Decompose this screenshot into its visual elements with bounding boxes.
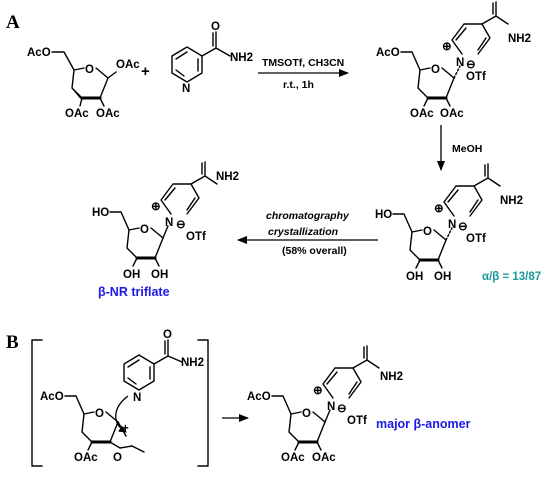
acetoxy-label: OAc — [74, 452, 98, 464]
hydroxyl-label: OH — [151, 269, 168, 281]
positive-charge: + — [122, 423, 129, 435]
ring-oxygen-label: O — [423, 226, 432, 238]
acyloxonium-intermediate: AcO O OAc + O — [40, 391, 145, 464]
pyridine-n-label: N — [133, 392, 141, 404]
hydroxyl-label: HO — [92, 207, 109, 219]
ring-oxygen-label: O — [302, 408, 311, 420]
step1-reagents: TMSOTf, CH3CN — [262, 57, 344, 69]
left-bracket — [31, 339, 43, 467]
triflate-label: OTf — [466, 233, 486, 245]
amide-nh2-label: NH2 — [216, 171, 239, 183]
acetoxy-label: AcO — [27, 47, 51, 59]
amide-nh2-label: NH2 — [508, 33, 531, 45]
positive-charge: ⊕ — [434, 203, 444, 215]
ring-oxygen-label: O — [113, 452, 122, 464]
acetyl-nr-triflate: AcO O OAc OAc N ⊕ NH2 ⊖ OTf — [376, 1, 531, 120]
ring-oxygen-label: O — [431, 64, 440, 76]
hydroxyl-label: HO — [375, 209, 392, 221]
nr-triflate-anomer-mixture: HO O OH OH N ⊕ NH2 ⊖ OTf — [375, 163, 523, 283]
negative-charge: ⊖ — [458, 221, 468, 233]
beta-anomer-product: AcO O OAc OAc N ⊕ NH2 ⊖ OTf — [247, 345, 403, 464]
positive-charge: ⊕ — [151, 201, 161, 213]
triflate-label: OTf — [466, 71, 486, 83]
hydroxyl-label: OH — [406, 271, 423, 283]
nicotinamide: O NH2 N — [171, 21, 253, 95]
acetoxy-label: OAc — [116, 59, 140, 71]
hydroxyl-label: OH — [123, 269, 140, 281]
tetraacetyl-ribose: AcO O OAc OAc OAc — [27, 47, 140, 120]
product-name: β-NR triflate — [98, 285, 170, 299]
amide-nh2-label: NH2 — [230, 52, 253, 64]
anomer-ratio: α/β = 13/87 — [482, 271, 541, 283]
step1-conditions: r.t., 1h — [283, 79, 314, 91]
acetoxy-label: AcO — [247, 391, 271, 403]
positive-charge: ⊕ — [442, 41, 452, 53]
hydroxyl-label: OH — [434, 271, 451, 283]
ring-oxygen-label: O — [95, 408, 104, 420]
negative-charge: ⊖ — [176, 219, 186, 231]
pyridinium-n-label: N — [448, 219, 456, 231]
step3-yield: (58% overall) — [282, 245, 347, 257]
triflate-label: OTf — [186, 231, 206, 243]
nicotinamide-nucleophile: O NH2 N — [123, 329, 204, 404]
step2-reagent: MeOH — [452, 143, 482, 155]
acetoxy-label: AcO — [376, 47, 400, 59]
amide-nh2-label: NH2 — [181, 357, 204, 369]
step3-method-2: crystallization — [268, 226, 338, 238]
negative-charge: ⊖ — [337, 403, 347, 415]
pyridinium-n-label: N — [456, 57, 464, 69]
negative-charge: ⊖ — [466, 59, 476, 71]
panel-label-b: B — [6, 332, 19, 353]
acetoxy-label: OAc — [96, 108, 120, 120]
ring-oxygen-label: O — [85, 64, 94, 76]
carbonyl-oxygen-label: O — [211, 21, 220, 33]
amide-nh2-label: NH2 — [380, 371, 403, 383]
right-bracket — [197, 339, 209, 467]
triflate-label: OTf — [347, 415, 367, 427]
acetoxy-label: AcO — [40, 391, 64, 403]
acetoxy-label: OAc — [281, 452, 305, 464]
acetoxy-label: OAc — [440, 108, 464, 120]
beta-nr-triflate: HO O OH OH N ⊕ NH2 ⊖ OTf — [92, 161, 239, 281]
pyridinium-n-label: N — [327, 401, 335, 413]
mechanism-outcome: major β-anomer — [376, 417, 471, 431]
amide-nh2-label: NH2 — [500, 195, 523, 207]
step3-method-1: chromatography — [266, 210, 350, 222]
panel-label-a: A — [6, 12, 20, 33]
carbonyl-oxygen-label: O — [163, 329, 172, 341]
acetoxy-label: OAc — [312, 452, 336, 464]
plus-sign: + — [141, 63, 150, 80]
pyridinium-n-label: N — [165, 217, 173, 229]
acetoxy-label: OAc — [410, 108, 434, 120]
positive-charge: ⊕ — [313, 385, 323, 397]
ring-oxygen-label: O — [140, 224, 149, 236]
acetoxy-label: OAc — [65, 108, 89, 120]
pyridine-n-label: N — [182, 83, 190, 95]
